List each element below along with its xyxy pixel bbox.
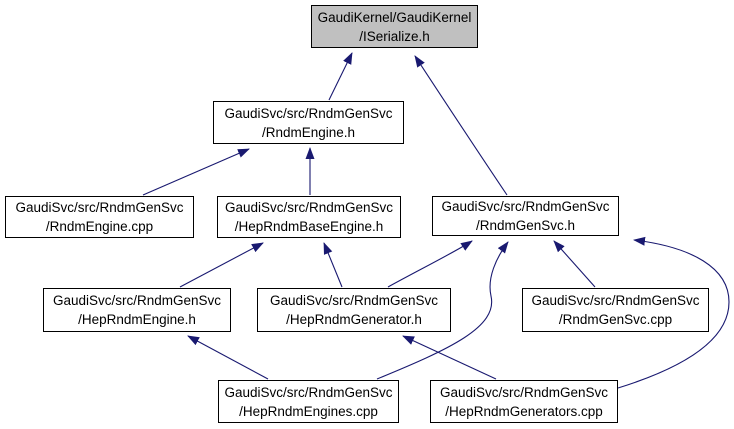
node-rndmgensvc-h[interactable]: GaudiSvc/src/RndmGenSvc /RndmGenSvc.h [432, 196, 619, 236]
node-rndmengine-cpp[interactable]: GaudiSvc/src/RndmGenSvc /RndmEngine.cpp [5, 196, 194, 238]
node-label-line2: /HepRndmGenerator.h [286, 312, 422, 327]
edge-rndmengine-h-to-iserialize [328, 52, 353, 101]
node-label-line1: GaudiSvc/src/RndmGenSvc [531, 293, 700, 308]
node-label-line2: /HepRndmGenerators.cpp [445, 403, 603, 419]
node-rndmengine-h[interactable]: GaudiSvc/src/RndmGenSvc /RndmEngine.h [213, 101, 404, 144]
node-label-line2: /ISerialize.h [359, 28, 430, 44]
edge-rndmgensvc-cpp-to-rndmgensvc-h [553, 240, 596, 288]
node-heprndmbaseengine-h[interactable]: GaudiSvc/src/RndmGenSvc /HepRndmBaseEngi… [217, 196, 401, 238]
node-label-line2: /HepRndmEngines.cpp [239, 403, 378, 419]
edge-heprndmengine-h-to-heprndmbaseengine-h [179, 242, 264, 288]
node-label-line2: /RndmEngine.cpp [45, 219, 154, 234]
node-label-line2: /HepRndmEngine.h [78, 312, 196, 327]
edge-rndmgensvc-h-to-iserialize [414, 55, 508, 196]
node-label-line1: GaudiSvc/src/RndmGenSvc [224, 105, 393, 121]
node-rndmgensvc-cpp[interactable]: GaudiSvc/src/RndmGenSvc /RndmGenSvc.cpp [522, 288, 709, 332]
node-label-line2: /RndmGenSvc.cpp [558, 312, 673, 327]
edge-rndmengine-cpp-to-rndmengine-h [142, 148, 250, 196]
edge-heprndmgenerator-h-to-rndmgensvc-h [387, 240, 473, 288]
node-heprndmengine-h[interactable]: GaudiSvc/src/RndmGenSvc /HepRndmEngine.h [43, 288, 231, 332]
node-heprndmgenerator-h[interactable]: GaudiSvc/src/RndmGenSvc /HepRndmGenerato… [257, 288, 451, 332]
node-heprndmengines-cpp[interactable]: GaudiSvc/src/RndmGenSvc /HepRndmEngines.… [218, 380, 399, 423]
edge-heprndmengines-cpp-to-heprndmengine-h [187, 335, 269, 380]
node-label-line2: /HepRndmBaseEngine.h [234, 219, 384, 234]
edge-heprndmgenerators-cpp-to-rndmgensvc-h [617, 236, 730, 389]
node-label-line2: /RndmEngine.h [261, 124, 356, 140]
node-label-line1: GaudiSvc/src/RndmGenSvc [224, 200, 394, 215]
edge-heprndmengines-cpp-to-rndmgensvc-h [376, 241, 509, 380]
node-label-line2: /RndmGenSvc.h [475, 218, 576, 233]
node-label-line1: GaudiSvc/src/RndmGenSvc [15, 200, 184, 215]
node-label-line1: GaudiSvc/src/RndmGenSvc [224, 384, 393, 400]
node-label-line1: GaudiKernel/GaudiKernel [317, 9, 472, 25]
edge-heprndmgenerator-h-to-heprndmbaseengine-h [323, 242, 343, 288]
node-iserialize-h[interactable]: GaudiKernel/GaudiKernel /ISerialize.h [311, 5, 478, 48]
node-label-line1: GaudiSvc/src/RndmGenSvc [269, 293, 439, 308]
node-label-line1: GaudiSvc/src/RndmGenSvc [441, 199, 610, 214]
node-heprndmgenerators-cpp[interactable]: GaudiSvc/src/RndmGenSvc /HepRndmGenerato… [430, 380, 618, 423]
node-label-line1: GaudiSvc/src/RndmGenSvc [52, 293, 222, 308]
node-label-line1: GaudiSvc/src/RndmGenSvc [439, 384, 609, 400]
edge-heprndmgenerators-cpp-to-heprndmgenerator-h [402, 335, 497, 380]
